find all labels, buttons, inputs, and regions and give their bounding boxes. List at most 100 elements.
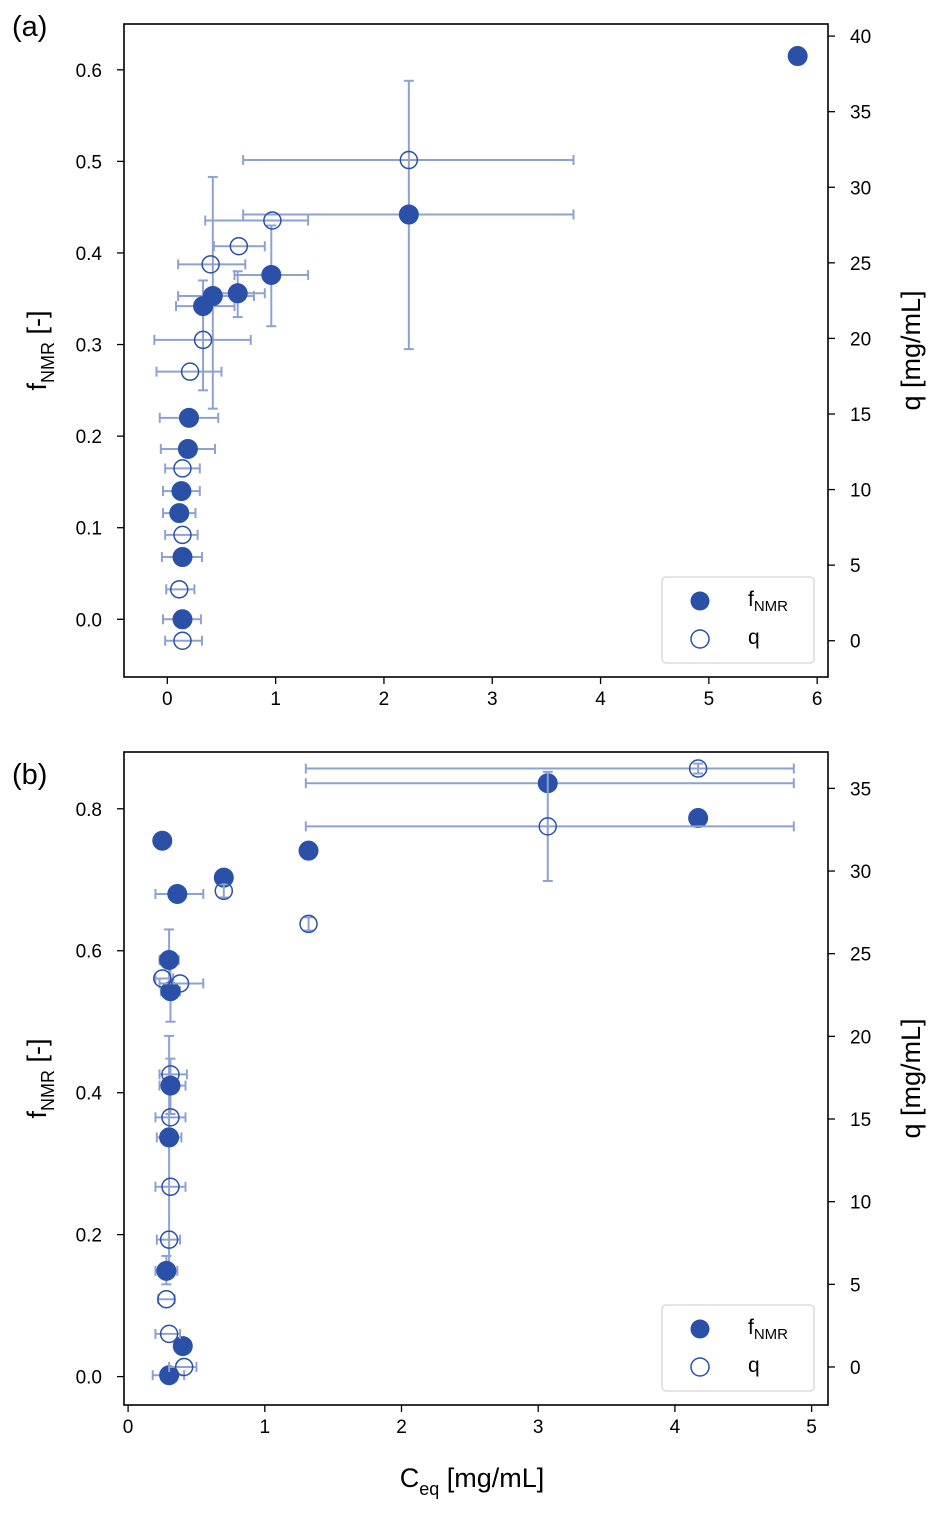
y-right-tick-label: 15: [850, 1110, 871, 1131]
y-left-tick-label: 0.6: [76, 61, 102, 82]
panel-label: (b): [12, 759, 47, 791]
legend-marker-open: [690, 629, 710, 649]
data-point-fNMR: [172, 547, 193, 568]
x-axis-label: Ceq [mg/mL]: [400, 1463, 545, 1499]
data-point-fNMR: [169, 503, 190, 524]
data-point-q: [153, 969, 172, 988]
data-point-fNMR: [172, 1336, 193, 1357]
legend-label-main: q: [748, 1354, 760, 1377]
legend-label-main: q: [748, 626, 760, 649]
x-tick-label: 0: [123, 1417, 134, 1438]
x-tick-label: 4: [595, 689, 606, 710]
data-point-q: [170, 974, 190, 993]
y-left-axis-label-rest: [-]: [22, 1038, 52, 1070]
x-tick-label: 2: [396, 1417, 407, 1438]
data-point-fNMR: [398, 204, 419, 225]
data-point-fNMR: [261, 264, 282, 285]
x-tick-label: 4: [670, 1417, 681, 1438]
legend-box: [661, 576, 815, 664]
data-point-fNMR: [167, 883, 188, 904]
data-point-q: [161, 1065, 180, 1084]
data-point-q: [173, 525, 192, 545]
y-left-axis-label-sub: NMR: [38, 342, 58, 383]
data-point-q: [688, 759, 708, 778]
plot-frame: [123, 751, 829, 1406]
y-left-tick-label: 0.5: [76, 152, 102, 173]
data-point-q: [180, 362, 200, 381]
data-point-q: [399, 150, 419, 170]
series-fNMR: [151, 773, 795, 1386]
data-point-q: [161, 1177, 180, 1197]
y-right-axis-label: q [mg/mL]: [896, 1018, 926, 1138]
y-right-tick-label: 25: [850, 945, 871, 966]
y-right-tick-label: 25: [850, 254, 871, 275]
x-tick-label: 5: [806, 1417, 817, 1438]
y-left-tick-label: 0.3: [76, 336, 102, 357]
legend-label: fNMR: [748, 1316, 788, 1343]
y-left-tick-label: 0.8: [76, 800, 102, 821]
y-right-tick-label: 5: [850, 1275, 861, 1296]
data-point-fNMR: [177, 438, 198, 459]
data-point-fNMR: [152, 830, 173, 851]
legend: fNMR q: [661, 1304, 815, 1392]
legend-box: [661, 1304, 815, 1392]
data-point-fNMR: [156, 1260, 177, 1281]
data-point-q: [157, 1289, 176, 1309]
legend-label-main: f: [748, 1316, 754, 1339]
y-right-tick-label: 0: [850, 632, 861, 653]
data-point-q: [159, 1324, 179, 1344]
y-left-tick-label: 0.0: [76, 610, 102, 631]
y-right-tick-label: 35: [850, 779, 871, 800]
x-tick-label: 0: [162, 689, 173, 710]
y-right-tick-label: 15: [850, 405, 871, 426]
data-point-q: [263, 211, 282, 230]
y-left-tick-label: 0.4: [76, 1084, 103, 1105]
y-right-axis-label: q [mg/mL]: [896, 290, 926, 410]
data-point-q: [173, 631, 192, 650]
data-point-q: [173, 459, 192, 478]
y-left-tick-label: 0.1: [76, 519, 102, 540]
x-axis-label-sub: eq: [419, 1479, 439, 1499]
y-right-tick-label: 5: [850, 556, 861, 577]
y-left-tick-label: 0.0: [76, 1368, 102, 1389]
x-axis-label-rest: [mg/mL]: [439, 1463, 544, 1493]
data-point-fNMR: [178, 407, 199, 428]
y-left-tick-label: 0.6: [76, 942, 102, 963]
data-point-q: [201, 255, 220, 274]
y-right-tick-label: 30: [850, 862, 871, 883]
data-point-fNMR: [298, 840, 319, 861]
legend-label: q: [748, 1354, 760, 1377]
x-tick-label: 1: [260, 1417, 271, 1438]
data-point-q: [161, 1108, 180, 1127]
data-point-q: [159, 1230, 179, 1249]
data-point-fNMR: [787, 46, 808, 67]
x-tick-label: 5: [704, 689, 715, 710]
y-left-tick-label: 0.4: [76, 244, 103, 265]
legend-marker-filled: [690, 591, 710, 611]
series-fNMR: [158, 46, 808, 630]
x-axis-label-main: C: [400, 1463, 420, 1493]
x-tick-label: 3: [533, 1417, 544, 1438]
y-right-tick-label: 10: [850, 481, 871, 502]
y-left-tick-label: 0.2: [76, 427, 102, 448]
data-point-fNMR: [159, 949, 180, 970]
x-tick-label: 2: [379, 689, 390, 710]
y-left-axis-label-sub: NMR: [38, 1070, 58, 1111]
data-point-fNMR: [227, 283, 248, 304]
data-point-q: [538, 817, 558, 836]
y-left-axis-label-main: f: [22, 383, 52, 391]
y-right-tick-label: 40: [850, 27, 871, 48]
data-point-fNMR: [193, 296, 214, 317]
panel-label: (a): [12, 11, 47, 43]
y-left-axis-label: fNMR [-]: [22, 310, 58, 390]
x-tick-label: 6: [812, 689, 823, 710]
data-point-q: [174, 1357, 194, 1377]
x-tick-label: 1: [270, 689, 281, 710]
data-point-q: [193, 330, 213, 350]
y-right-tick-label: 30: [850, 178, 871, 199]
data-point-q: [214, 881, 234, 901]
data-point-q: [299, 914, 318, 934]
legend-marker-open: [690, 1357, 710, 1377]
